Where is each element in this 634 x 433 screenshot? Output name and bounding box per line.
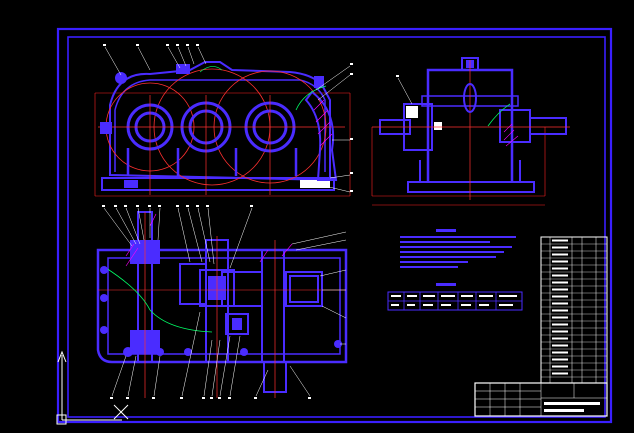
front-centerlines: [98, 95, 345, 195]
bolt-holes: [100, 266, 342, 357]
technical-requirements-block: [400, 229, 516, 268]
side-view: [371, 57, 570, 206]
side-view-dimensions: [371, 127, 546, 206]
characteristics-table: [387, 283, 523, 311]
front-view-dimensions: [94, 92, 351, 197]
plan-leaders: [103, 207, 347, 397]
break-line: [295, 85, 327, 111]
title-block: [474, 382, 608, 417]
base-plate: [101, 177, 335, 191]
plan-break-line: [105, 267, 213, 333]
crosshair-cursor-icon: [113, 404, 129, 420]
front-leaders: [104, 46, 351, 193]
housing-ribs: [126, 148, 298, 176]
front-view: [94, 44, 353, 197]
cutaway-section: [304, 90, 338, 181]
plan-view: [96, 205, 348, 399]
gear-blocks: [179, 263, 323, 335]
ucs-axis-icon: [56, 350, 122, 425]
outer-frame: [56, 27, 613, 424]
parts-list: [540, 236, 608, 384]
